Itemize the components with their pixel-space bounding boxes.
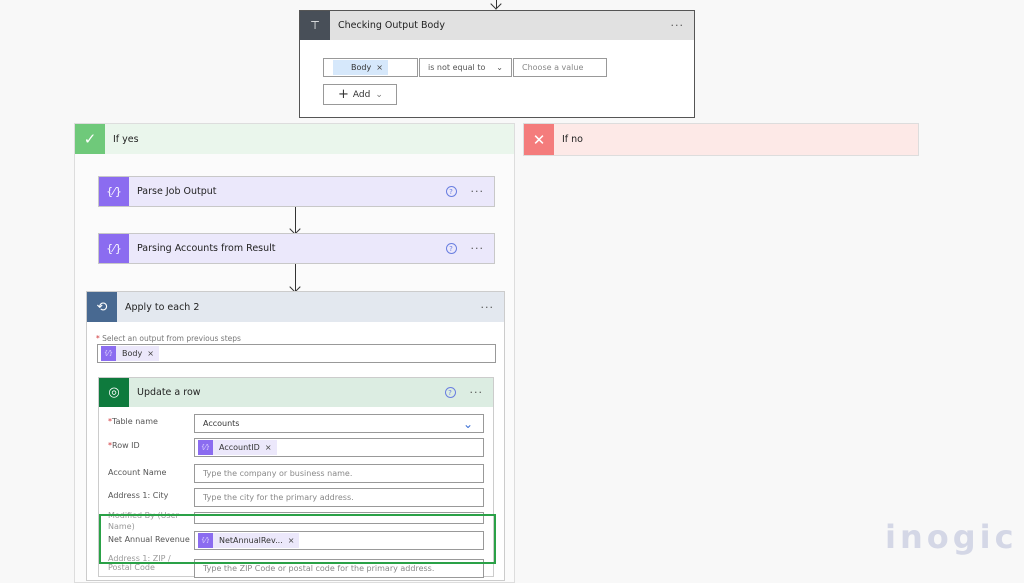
operator-value: is not equal to bbox=[428, 63, 486, 72]
parse-json-icon: {⁄} bbox=[198, 533, 213, 548]
condition-icon: ⊤ bbox=[300, 11, 330, 40]
remove-token-icon[interactable]: × bbox=[376, 63, 383, 72]
parsing-accounts-action[interactable]: {⁄} Parsing Accounts from Result ? ··· bbox=[98, 233, 495, 264]
parse-json-icon: {⁄} bbox=[99, 177, 129, 206]
more-options-button[interactable]: ··· bbox=[469, 386, 483, 399]
net-annual-revenue-input[interactable]: {⁄} NetAnnualRev... × bbox=[194, 531, 484, 550]
action-title: Parse Job Output bbox=[137, 186, 217, 197]
loop-output-input[interactable]: {⁄} Body × bbox=[97, 344, 496, 363]
field-label: Row ID bbox=[112, 441, 140, 450]
value-placeholder: Choose a value bbox=[522, 63, 584, 72]
table-name-value: Accounts bbox=[203, 419, 240, 428]
close-icon: ✕ bbox=[524, 124, 554, 155]
loop-icon: ⟲ bbox=[87, 292, 117, 322]
update-a-row-action: ◎ Update a row ? ··· *Table name Account… bbox=[98, 377, 494, 578]
action-title: Parsing Accounts from Result bbox=[137, 243, 276, 254]
connector-arrow bbox=[295, 264, 296, 291]
help-icon[interactable]: ? bbox=[445, 186, 457, 197]
branch-title: If yes bbox=[113, 133, 139, 145]
add-button[interactable]: +Add ⌄ bbox=[323, 84, 397, 105]
token-label: NetAnnualRev... bbox=[219, 536, 283, 545]
remove-token-icon[interactable]: × bbox=[264, 443, 272, 452]
field-label: Address 1: ZIP / Postal Code bbox=[108, 554, 171, 572]
chevron-down-icon: ⌄ bbox=[375, 89, 383, 100]
condition-left-operand[interactable]: Body × bbox=[323, 58, 418, 77]
token-label: Body bbox=[351, 63, 372, 72]
row-id-input[interactable]: {⁄} AccountID × bbox=[194, 438, 484, 457]
placeholder: Type the city for the primary address. bbox=[203, 493, 354, 502]
chevron-down-icon: ⌄ bbox=[462, 416, 473, 431]
field-label: Select an output from previous steps bbox=[102, 334, 241, 343]
field-label: Net Annual Revenue bbox=[108, 535, 190, 544]
remove-token-icon[interactable]: × bbox=[147, 349, 154, 358]
parse-json-icon: {⁄} bbox=[99, 234, 129, 263]
condition-card: ⊤ Checking Output Body ··· Body × is not … bbox=[299, 10, 695, 118]
loop-title: Apply to each 2 bbox=[125, 301, 200, 313]
table-name-dropdown[interactable]: Accounts ⌄ bbox=[194, 414, 484, 433]
field-label: Account Name bbox=[108, 468, 167, 477]
placeholder: Type the ZIP Code or postal code for the… bbox=[203, 564, 435, 573]
token-label: AccountID bbox=[219, 443, 260, 452]
add-label: Add bbox=[352, 89, 371, 100]
action-title: Update a row bbox=[137, 387, 201, 398]
condition-value-input[interactable]: Choose a value bbox=[513, 58, 607, 77]
dataverse-icon: ◎ bbox=[99, 378, 129, 407]
plus-icon: + bbox=[338, 87, 349, 102]
inogic-watermark: inogic bbox=[885, 518, 1018, 556]
field-label: Table name bbox=[112, 417, 158, 426]
parse-json-icon: {⁄} bbox=[101, 346, 116, 361]
help-icon[interactable]: ? bbox=[444, 387, 456, 398]
city-input[interactable]: Type the city for the primary address. bbox=[194, 488, 484, 507]
help-icon[interactable]: ? bbox=[445, 243, 457, 254]
card-title: Checking Output Body bbox=[338, 20, 445, 31]
remove-token-icon[interactable]: × bbox=[287, 536, 295, 545]
more-options-button[interactable]: ··· bbox=[480, 300, 494, 314]
field-label: Address 1: City bbox=[108, 491, 169, 500]
more-options-button[interactable]: ··· bbox=[670, 19, 684, 32]
chevron-down-icon: ⌄ bbox=[496, 63, 503, 72]
connector-arrow bbox=[295, 207, 296, 233]
branch-title: If no bbox=[562, 134, 583, 145]
if-no-branch: ✕ If no bbox=[523, 123, 919, 156]
operator-dropdown[interactable]: is not equal to ⌄ bbox=[419, 58, 512, 77]
connector-arrow bbox=[496, 0, 497, 8]
checkmark-icon: ✓ bbox=[75, 124, 105, 154]
parse-job-output-action[interactable]: {⁄} Parse Job Output ? ··· bbox=[98, 176, 495, 207]
parse-json-icon: {⁄} bbox=[198, 440, 213, 455]
account-name-input[interactable]: Type the company or business name. bbox=[194, 464, 484, 483]
highlight-box bbox=[99, 514, 496, 564]
more-options-button[interactable]: ··· bbox=[470, 242, 484, 255]
more-options-button[interactable]: ··· bbox=[470, 185, 484, 198]
placeholder: Type the company or business name. bbox=[203, 469, 353, 478]
token-label: Body bbox=[122, 349, 143, 358]
